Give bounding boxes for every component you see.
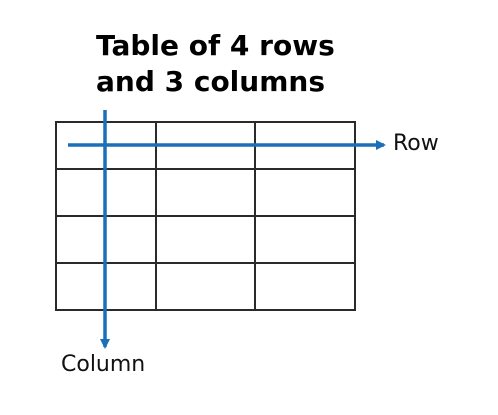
table-cell	[154, 121, 257, 170]
title-line-1: Table of 4 rows	[96, 29, 335, 62]
table-grid	[55, 121, 356, 311]
table-cell	[55, 215, 157, 264]
table-cell	[254, 262, 356, 311]
row-label: Row	[393, 131, 439, 156]
table-cell	[55, 121, 157, 170]
table-cell	[55, 168, 157, 217]
table-row	[55, 121, 356, 170]
title-line-2: and 3 columns	[96, 65, 325, 98]
column-label: Column	[61, 352, 146, 377]
table-row	[55, 215, 356, 264]
table-cell	[154, 168, 257, 217]
table-row	[55, 168, 356, 217]
table-cell	[254, 168, 356, 217]
table-cell	[254, 121, 356, 170]
table-cell	[154, 262, 257, 311]
table-row	[55, 262, 356, 311]
table-cell	[55, 262, 157, 311]
diagram-title: Table of 4 rows and 3 columns	[96, 28, 396, 100]
table-cell	[154, 215, 257, 264]
table-cell	[254, 215, 356, 264]
